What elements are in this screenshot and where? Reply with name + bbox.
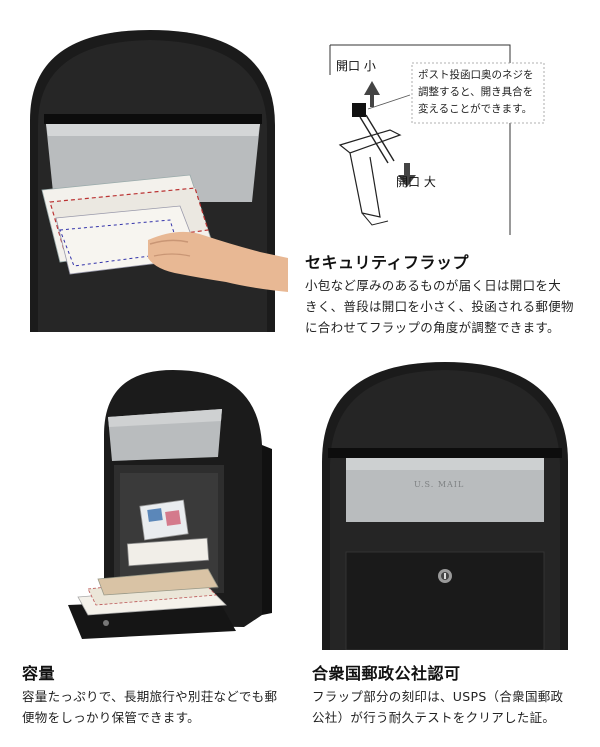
- flap-engraving: U.S. MAIL: [414, 480, 465, 489]
- description-line: フラップ部分の刻印は、USPS（合衆国郵政: [312, 689, 564, 704]
- description-line: 便物をしっかり保管できます。: [22, 710, 200, 725]
- description-line: 小包など厚みのあるものが届く日は開口を大: [305, 278, 562, 293]
- note-line: 調整すると、開き具合を: [418, 86, 534, 98]
- label-opening-large: 開口 大: [396, 175, 436, 189]
- description-line: 容量たっぷりで、長期旅行や別荘などでも郵: [22, 689, 278, 704]
- mailbox-front-illustration: [322, 362, 568, 650]
- mailbox-hand-illustration: [30, 30, 288, 332]
- usps-title: 合衆国郵政公社認可: [312, 664, 461, 683]
- security-flap-description: 小包など厚みのあるものが届く日は開口を大 きく、普段は開口を小さく、投函される郵…: [305, 275, 595, 338]
- security-flap-title: セキュリティフラップ: [305, 253, 470, 272]
- mailbox-open-illustration: [68, 370, 272, 639]
- flap-diagram-lines: [329, 44, 545, 235]
- description-line: に合わせてフラップの角度が調整できます。: [305, 320, 560, 335]
- note-line: ポスト投函口奥のネジを: [418, 69, 534, 81]
- note-line: 変えることができます。: [418, 103, 533, 115]
- capacity-description: 容量たっぷりで、長期旅行や別荘などでも郵 便物をしっかり保管できます。: [22, 686, 307, 728]
- description-line: 公社）が行う耐久テストをクリアした証。: [312, 710, 556, 725]
- photo-mailbox-open: [58, 365, 278, 645]
- description-line: きく、普段は開口を小さく、投函される郵便物: [305, 299, 574, 314]
- capacity-title: 容量: [22, 664, 56, 683]
- photo-mailbox-front: U.S. MAIL: [322, 362, 568, 650]
- label-opening-small: 開口 小: [336, 59, 376, 73]
- usps-description: フラップ部分の刻印は、USPS（合衆国郵政 公社）が行う耐久テストをクリアした証…: [312, 686, 597, 728]
- photo-mailbox-hand: [30, 30, 288, 332]
- adjustment-note: ポスト投函口奥のネジを 調整すると、開き具合を 変えることができます。: [418, 67, 544, 118]
- flap-adjustment-diagram: 開口 小 開口 大 ポスト投函口奥のネジを 調整すると、開き具合を 変えることが…: [300, 35, 570, 245]
